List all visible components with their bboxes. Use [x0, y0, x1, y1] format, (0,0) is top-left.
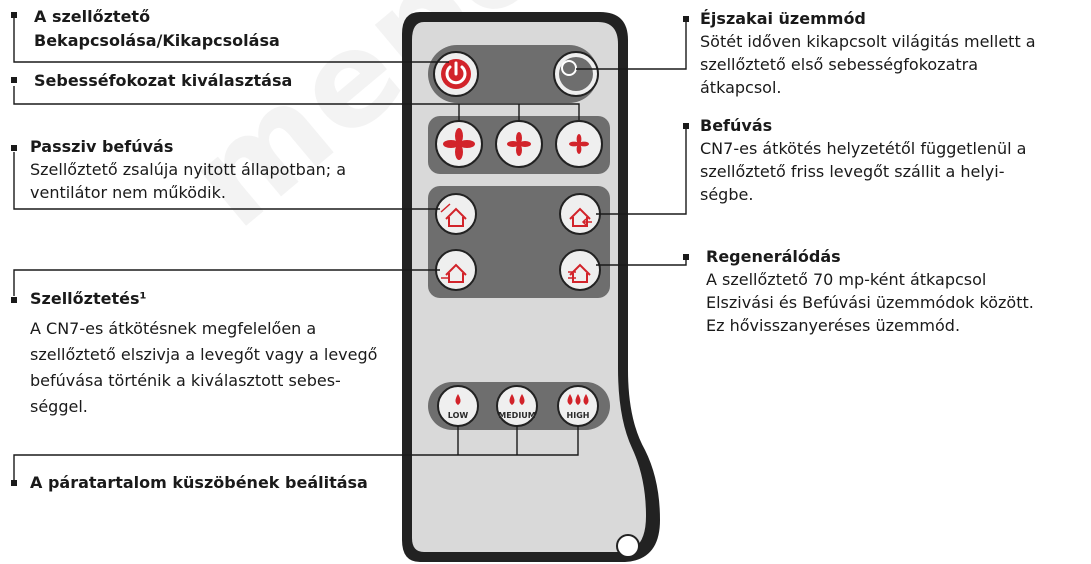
label-ventilation-line-3: befúvása történik a kiválasztott sebes-	[30, 371, 341, 390]
svg-text:MEDIUM: MEDIUM	[498, 411, 536, 420]
label-power-title-2: Bekapcsolása/Kikapcsolása	[34, 31, 280, 50]
label-ventilation-line-1: A CN7-es átkötésnek megfelelően a	[30, 319, 317, 338]
label-night-line-3: átkapcsol.	[700, 78, 782, 97]
label-passive-line-2: ventilátor nem működik.	[30, 183, 226, 202]
label-ventilation-line-4: séggel.	[30, 397, 88, 416]
label-passive-title: Passziv befúvás	[30, 137, 174, 156]
humidity-medium-button: MEDIUM	[496, 385, 538, 427]
label-power-title: A szellőztető	[34, 7, 151, 26]
label-regen-line-2: Elszivási és Befúvási üzemmódok között.	[706, 293, 1034, 312]
label-regen-title: Regenerálódás	[706, 247, 841, 266]
bullet-ventilation	[11, 297, 17, 303]
label-supply-title: Befúvás	[700, 116, 773, 135]
label-supply-line-1: CN7-es átkötés helyzetétől függetlenül a	[700, 139, 1027, 158]
label-passive-line-1: Szellőztető zsalúja nyitott állapotban; …	[30, 160, 347, 179]
passive-button	[435, 193, 477, 235]
fan-icon-medium	[507, 132, 531, 156]
fan-icon-small	[569, 134, 589, 154]
label-night-line-2: szellőztető első sebességfokozatra	[700, 55, 979, 74]
power-icon	[445, 65, 467, 85]
label-supply-line-3: ségbe.	[700, 185, 754, 204]
speed-button-high	[435, 120, 483, 168]
bullet-night	[683, 16, 689, 22]
bullet-regen	[683, 254, 689, 260]
bullet-speed	[11, 77, 17, 83]
bullet-supply	[683, 123, 689, 129]
ventilation-button	[435, 249, 477, 291]
regeneration-button	[559, 249, 601, 291]
fan-icon-large	[443, 128, 475, 160]
bullet-passive	[11, 145, 17, 151]
label-regen-line-3: Ez hővisszanyeréses üzemmód.	[706, 316, 961, 335]
label-night-title: Éjszakai üzemmód	[700, 9, 866, 28]
house-icon	[445, 207, 467, 227]
house-exhaust-icon	[445, 263, 467, 283]
svg-text:LOW: LOW	[448, 411, 469, 420]
bullet-power	[11, 12, 17, 18]
label-regen-line-1: A szellőztető 70 mp-ként átkapcsol	[706, 270, 987, 289]
svg-text:HIGH: HIGH	[567, 411, 590, 420]
speed-button-low	[555, 120, 603, 168]
label-supply-line-2: szellőztető friss levegőt szállit a hely…	[700, 162, 1005, 181]
speed-button-medium	[495, 120, 543, 168]
label-ventilation-title: Szellőztetés¹	[30, 289, 147, 308]
label-ventilation-line-2: szellőztető elszivja a levegőt vagy a le…	[30, 345, 378, 364]
label-speed-title: Sebesséfokozat kiválasztása	[34, 71, 293, 90]
remote-hole	[616, 534, 640, 558]
sun-icon	[561, 60, 577, 76]
label-night-line-1: Sötét időven kikapcsolt világitás mellet…	[700, 32, 1036, 51]
drop-icon	[455, 394, 461, 405]
bullet-humidity	[11, 480, 17, 486]
label-humidity-title: A páratartalom küszöbének beálitása	[30, 473, 368, 492]
